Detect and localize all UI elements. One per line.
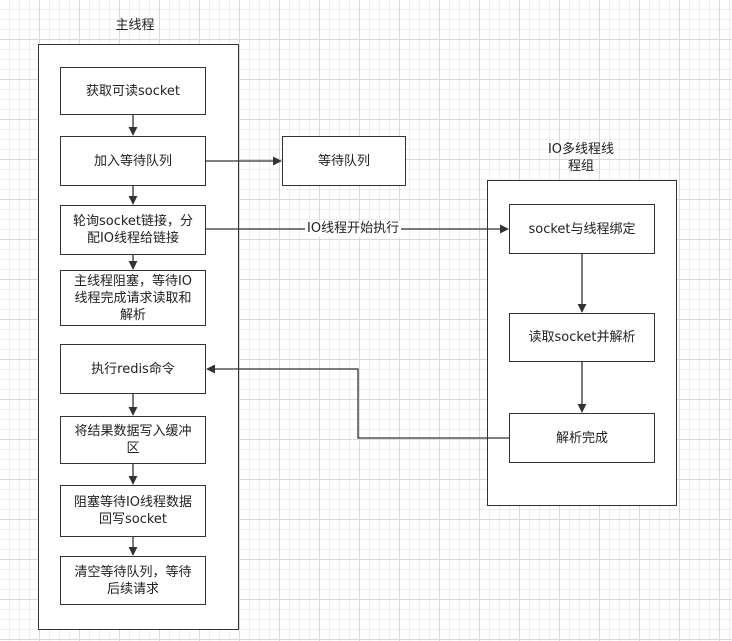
step-clear-queue: 清空等待队列，等待 后续请求 [60, 556, 206, 605]
arrow-parse-done-to-exec [206, 364, 509, 439]
main-thread-title: 主线程 [115, 18, 155, 33]
step-main-block-wait: 主线程阻塞，等待IO 线程完成请求读取和 解析 [60, 270, 206, 326]
step-exec-redis: 执行redis命令 [60, 344, 206, 394]
io-step-read-parse: 读取socket并解析 [509, 313, 655, 362]
io-step-bind: socket与线程绑定 [509, 204, 655, 254]
step-block-writeback: 阻塞等待IO线程数据 回写socket [60, 485, 206, 537]
io-start-edge-label: IO线程开始执行 [305, 221, 402, 237]
step-write-buffer: 将结果数据写入缓冲 区 [60, 416, 206, 464]
step-add-wait-queue: 加入等待队列 [60, 136, 206, 186]
main-thread-frame [38, 44, 239, 630]
wait-queue-box: 等待队列 [282, 136, 406, 186]
io-group-title: IO多线程线 程组 [547, 142, 615, 174]
io-step-parse-done: 解析完成 [509, 413, 655, 463]
step-poll-assign-io: 轮询socket链接，分 配IO线程给链接 [60, 205, 206, 255]
step-get-readable-socket: 获取可读socket [60, 67, 206, 115]
